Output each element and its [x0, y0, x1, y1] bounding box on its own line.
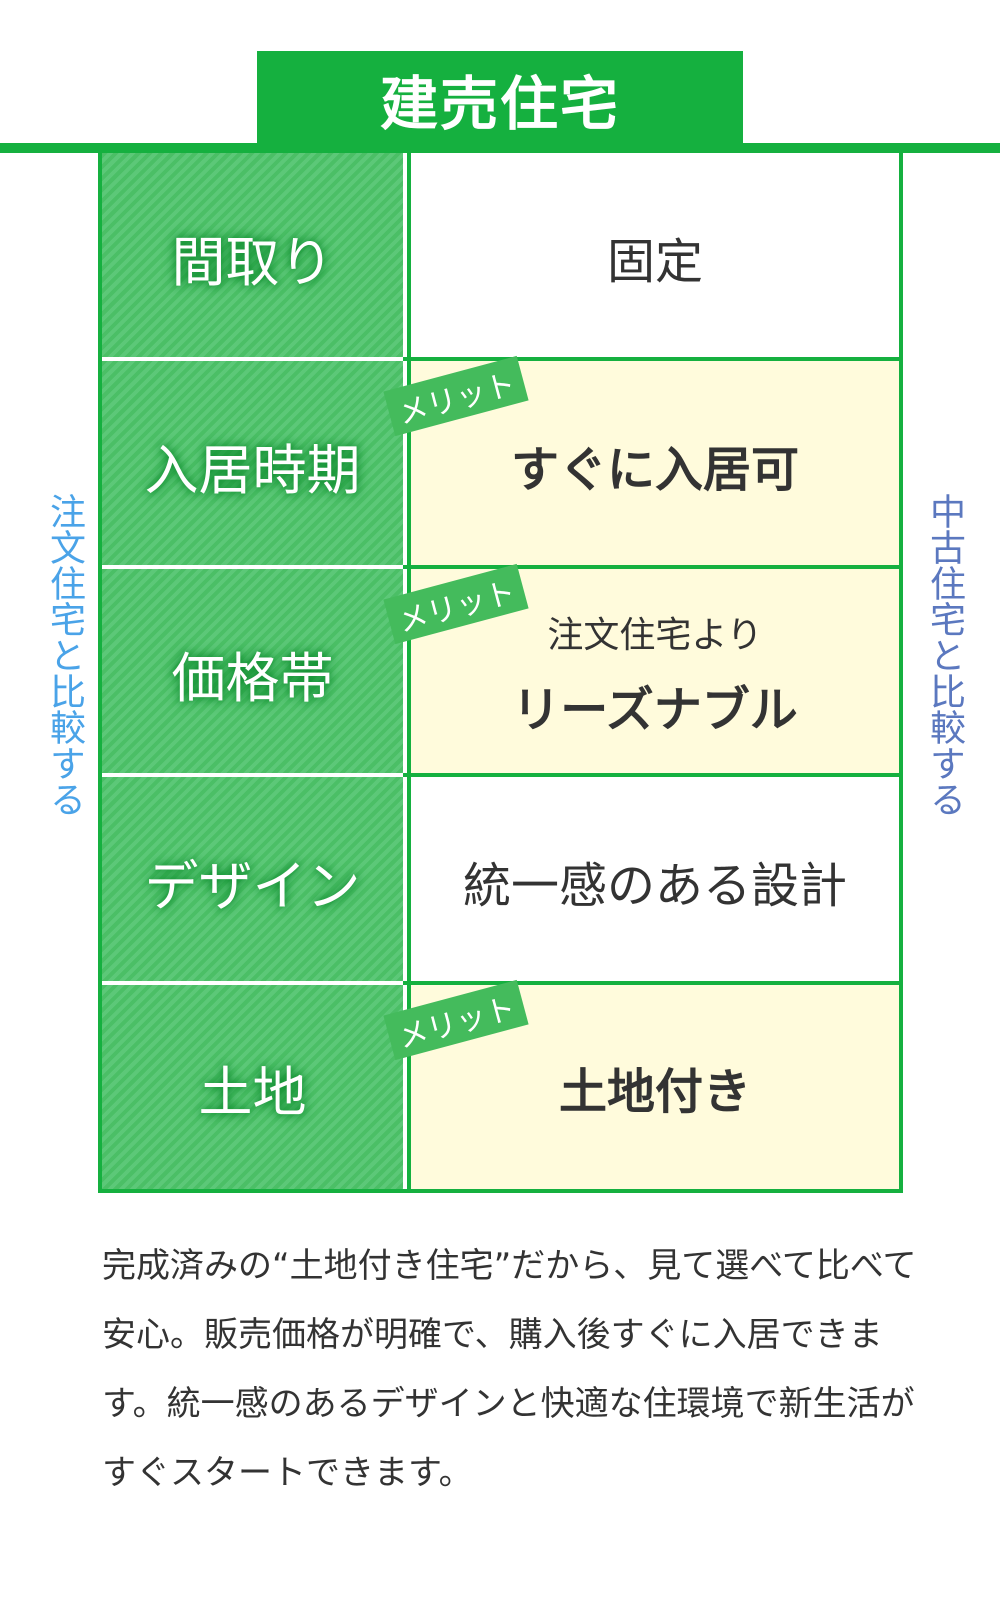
- row-label: 土地: [102, 985, 403, 1189]
- row-label: 間取り: [102, 153, 403, 361]
- row-divider: [102, 565, 899, 569]
- table-row: デザイン 統一感のある設計: [102, 777, 899, 985]
- side-label-left: 注文住宅と比較する: [44, 493, 85, 817]
- row-label: 価格帯: [102, 569, 403, 777]
- row-value-subtext: 注文住宅より: [547, 615, 763, 656]
- side-label-right: 中古住宅と比較する: [924, 493, 965, 817]
- header-divider: [0, 143, 1000, 153]
- table-row: 価格帯 注文住宅より リーズナブル メリット: [102, 563, 899, 777]
- comparison-table: 間取り 固定 入居時期 すぐに入居可 メリット 価格帯 注文住宅より リーズナブ…: [98, 153, 903, 1193]
- row-value-text: すぐに入居可: [510, 442, 799, 498]
- section-title: 建売住宅: [257, 51, 743, 147]
- row-label: 入居時期: [102, 361, 403, 569]
- row-value: 注文住宅より リーズナブル: [407, 569, 899, 777]
- row-label: デザイン: [102, 777, 403, 985]
- row-value-text: 土地付き: [558, 1064, 751, 1120]
- description-text: 完成済みの“土地付き住宅”だから、見て選べて比べて安心。販売価格が明確で、購入後…: [102, 1246, 917, 1493]
- row-divider: [102, 773, 899, 777]
- row-value: 固定: [407, 153, 899, 361]
- table-row: 間取り 固定: [102, 153, 899, 361]
- row-value: 統一感のある設計: [407, 777, 899, 985]
- row-divider: [102, 357, 899, 361]
- row-value-text: リーズナブル: [512, 682, 798, 738]
- row-divider: [102, 981, 899, 985]
- row-value-text: 統一感のある設計: [462, 858, 847, 914]
- table-row: 土地 土地付き メリット: [102, 979, 899, 1189]
- table-row: 入居時期 すぐに入居可 メリット: [102, 355, 899, 569]
- row-value-text: 固定: [606, 234, 703, 290]
- row-value: 土地付き: [407, 985, 899, 1189]
